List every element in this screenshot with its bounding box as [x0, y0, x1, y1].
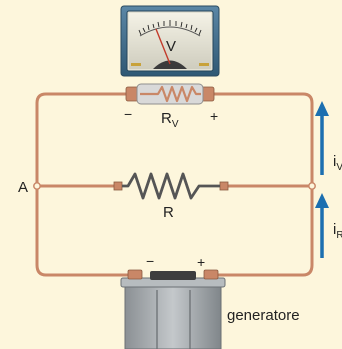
- current-ir-label: iR: [333, 221, 342, 241]
- current-arrow-ir: [315, 193, 329, 258]
- voltmeter-resistor-subscript: V: [172, 119, 179, 130]
- current-arrow-iv: [315, 101, 329, 175]
- voltmeter-minus-sign: −: [124, 106, 132, 122]
- node-a-label: A: [18, 179, 28, 196]
- voltmeter-resistor: − + RV: [124, 83, 218, 130]
- voltmeter-needle: [155, 28, 171, 65]
- current-iv-label: iV: [333, 153, 342, 173]
- voltmeter: V: [120, 5, 220, 77]
- resistor-r: R: [113, 172, 229, 221]
- current-iv-subscript: V: [336, 162, 342, 173]
- voltmeter-plus-sign: +: [210, 108, 218, 124]
- voltmeter-scale: [138, 20, 202, 37]
- current-ir-subscript: R: [336, 230, 342, 241]
- junction-node-a: [33, 182, 41, 190]
- voltmeter-dial-label: V: [166, 38, 176, 55]
- generator-label: generatore: [227, 307, 300, 324]
- generator-battery: − +: [120, 253, 226, 349]
- junction-node-right: [308, 182, 316, 190]
- voltmeter-resistor-label: RV: [161, 110, 179, 130]
- generator-minus-sign: −: [146, 253, 154, 269]
- resistor-r-label: R: [163, 204, 174, 221]
- generator-plus-sign: +: [197, 254, 205, 270]
